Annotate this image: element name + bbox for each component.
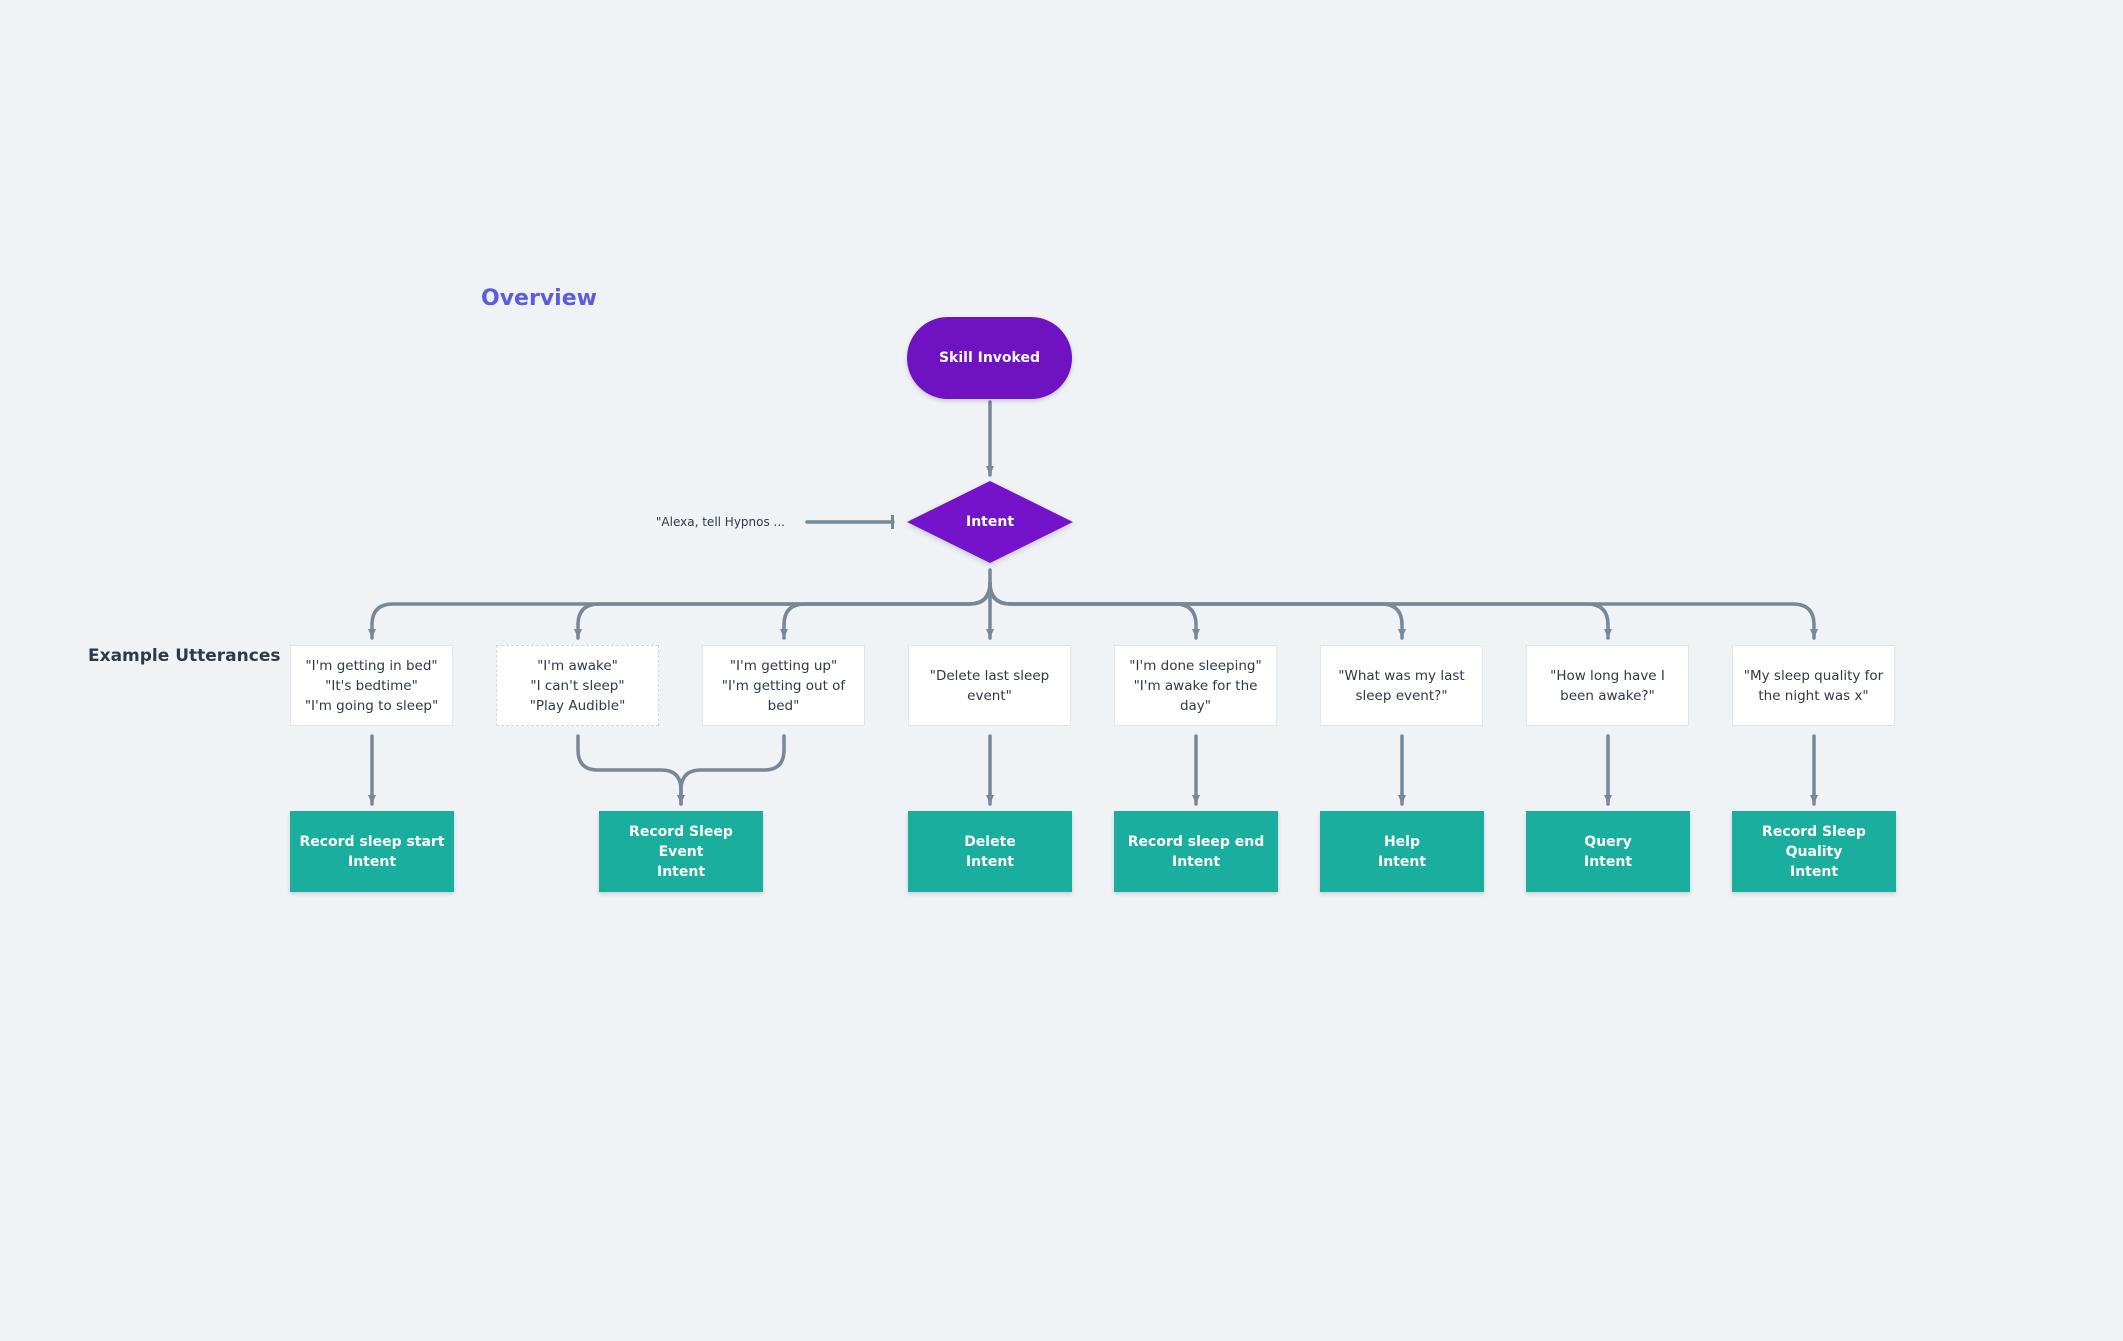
utterance-text: "I'm getting up" "I'm getting out of bed… bbox=[721, 657, 846, 714]
intent-box-help[interactable]: Help Intent bbox=[1320, 811, 1484, 892]
connector-branch-8 bbox=[988, 581, 1818, 640]
utterance-box[interactable]: "Delete last sleep event" bbox=[908, 645, 1071, 726]
intent-box-record-sleep-quality[interactable]: Record Sleep Quality Intent bbox=[1732, 811, 1896, 892]
intent-box-record-sleep-start[interactable]: Record sleep start Intent bbox=[290, 811, 454, 892]
intent-box-delete[interactable]: Delete Intent bbox=[908, 811, 1072, 892]
invocation-phrase: "Alexa, tell Hypnos ... bbox=[655, 515, 785, 529]
intent-decision-label: Intent bbox=[965, 514, 1015, 530]
intent-box-query[interactable]: Query Intent bbox=[1526, 811, 1690, 892]
intent-label: Record sleep end Intent bbox=[1127, 833, 1265, 870]
utterance-text: "I'm done sleeping" "I'm awake for the d… bbox=[1129, 657, 1262, 714]
utterance-box[interactable]: "My sleep quality for the night was x" bbox=[1732, 645, 1895, 726]
utterance-text: "What was my last sleep event?" bbox=[1338, 667, 1465, 704]
skill-invoked-node[interactable]: Skill Invoked bbox=[907, 317, 1072, 399]
utterance-box[interactable]: "What was my last sleep event?" bbox=[1320, 645, 1483, 726]
intent-label: Record Sleep Event Intent bbox=[629, 823, 733, 880]
utterance-text: "I'm awake" "I can't sleep" "Play Audibl… bbox=[529, 657, 626, 714]
utterance-box[interactable]: "I'm done sleeping" "I'm awake for the d… bbox=[1114, 645, 1277, 726]
intent-label: Record sleep start Intent bbox=[299, 833, 445, 870]
connector-utt2-to-intent2 bbox=[576, 734, 685, 806]
intent-box-record-sleep-end[interactable]: Record sleep end Intent bbox=[1114, 811, 1278, 892]
connector-branch-7 bbox=[988, 581, 1612, 640]
example-utterances-label: Example Utterances bbox=[88, 646, 281, 666]
connector-utt3-to-intent2 bbox=[679, 734, 786, 806]
utterance-box[interactable]: "I'm getting in bed" "It's bedtime" "I'm… bbox=[290, 645, 453, 726]
overview-title: Overview bbox=[481, 286, 597, 311]
intent-decision-node[interactable]: Intent bbox=[907, 481, 1073, 563]
connector-branch-3 bbox=[780, 581, 992, 640]
skill-invoked-label: Skill Invoked bbox=[938, 350, 1041, 366]
utterance-text: "Delete last sleep event" bbox=[929, 667, 1050, 704]
utterance-box[interactable]: "I'm awake" "I can't sleep" "Play Audibl… bbox=[496, 645, 659, 726]
utterance-text: "I'm getting in bed" "It's bedtime" "I'm… bbox=[304, 657, 439, 714]
intent-label: Delete Intent bbox=[964, 833, 1016, 870]
utterance-box[interactable]: "I'm getting up" "I'm getting out of bed… bbox=[702, 645, 865, 726]
connector-branch-5 bbox=[988, 581, 1200, 640]
intent-box-record-sleep-event[interactable]: Record Sleep Event Intent bbox=[599, 811, 763, 892]
intent-label: Help Intent bbox=[1377, 833, 1427, 870]
utterance-text: "How long have I been awake?" bbox=[1550, 667, 1665, 704]
utterance-text: "My sleep quality for the night was x" bbox=[1743, 667, 1884, 704]
utterance-box[interactable]: "How long have I been awake?" bbox=[1526, 645, 1689, 726]
decision-diamond-shape bbox=[907, 481, 1073, 563]
intent-label: Record Sleep Quality Intent bbox=[1762, 823, 1866, 880]
intent-label: Query Intent bbox=[1583, 833, 1633, 870]
